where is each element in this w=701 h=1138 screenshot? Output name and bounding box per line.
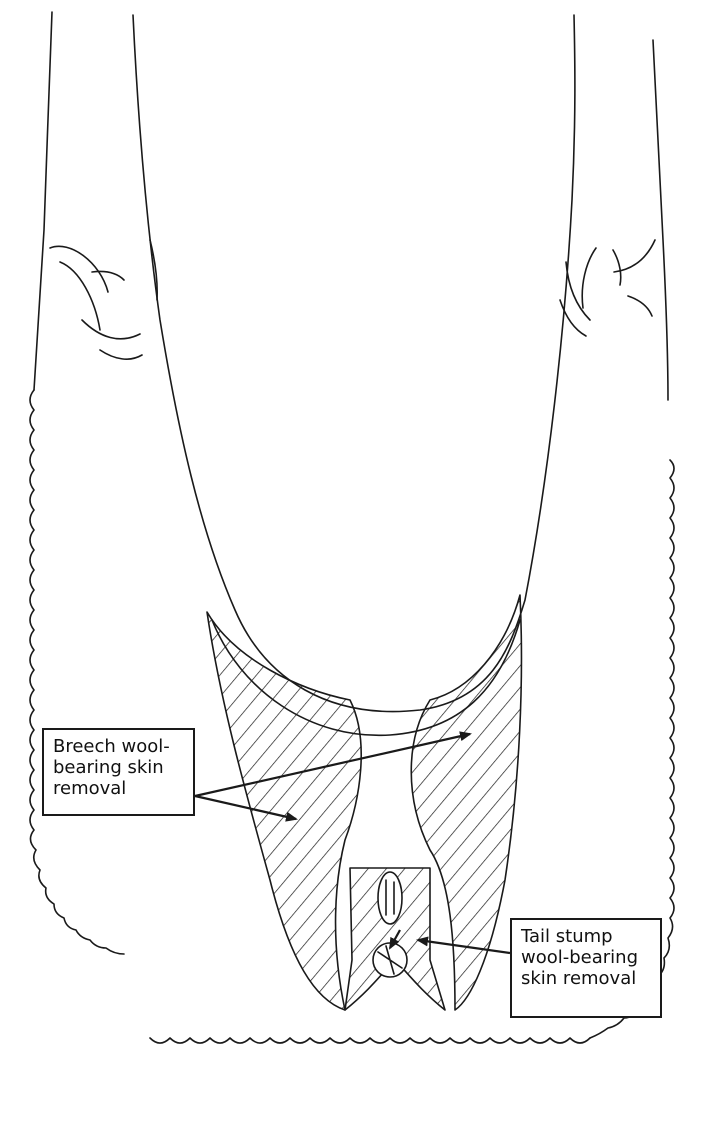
right-leg-outer-outline: [653, 40, 668, 400]
left-leg-outer-outline: [34, 12, 52, 390]
vulva-symbol: [378, 872, 402, 924]
left-hock-crease: [82, 320, 140, 339]
tail-label-line-2: wool-bearing: [521, 947, 651, 968]
breech-label-line-3: removal: [53, 778, 184, 799]
breech-removal-label: Breech wool- bearing skin removal: [42, 728, 195, 816]
left-breech-removal-area: [207, 612, 361, 1010]
left-hock-crease: [50, 246, 108, 292]
breech-label-line-1: Breech wool-: [53, 736, 184, 757]
tail-label-line-3: skin removal: [521, 968, 651, 989]
wool-fleece-bottom-edge: [150, 1038, 590, 1043]
tail-stump-removal-label: Tail stump wool-bearing skin removal: [510, 918, 662, 1018]
right-hock-crease: [628, 296, 652, 316]
breech-label-line-2: bearing skin: [53, 757, 184, 778]
right-hock-crease: [613, 250, 621, 285]
right-hock-crease: [582, 248, 596, 308]
tail-label-line-1: Tail stump: [521, 926, 651, 947]
wool-fleece-left-edge: [30, 390, 124, 954]
left-hock-crease: [92, 271, 124, 280]
inner-leg-u-curve: [133, 15, 575, 712]
left-hock-crease: [100, 350, 142, 359]
